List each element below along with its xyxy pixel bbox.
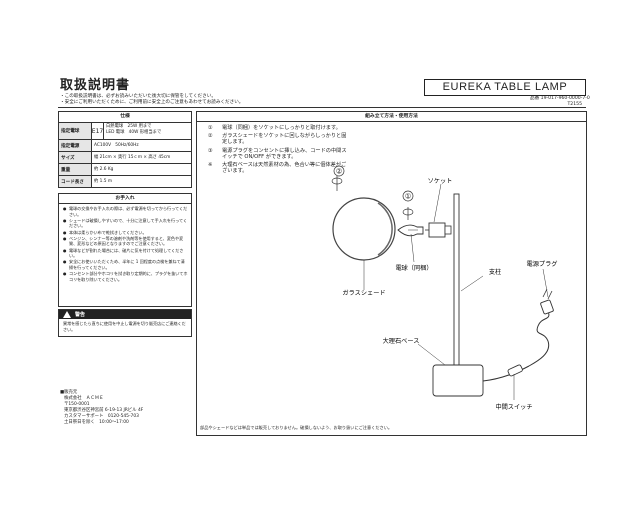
- assembly-steps: ① 電球（同梱）をソケットにしっかりと取付けます。 ② ガラスシェードをソケット…: [208, 125, 350, 176]
- label-plug: 電源プラグ: [527, 260, 558, 268]
- inline-switch: [507, 364, 523, 377]
- assembly-section: 組み立て方法・使用方法: [196, 111, 587, 436]
- spec-label: 重量: [59, 164, 92, 175]
- step-number: ②: [208, 133, 213, 140]
- seller-line: 東京都渋谷区神宮前 6-19-13 JRビル 4F: [64, 408, 144, 414]
- seller-line: 〒150-0001: [64, 402, 90, 408]
- label-pole: 支柱: [489, 268, 501, 276]
- care-item: シェードは破損しやすいので、十分に注意して手入れを行ってください。: [63, 218, 188, 229]
- warning-box: 警告 異常を感じたら直ちに使用を中止し電源を切り販売店にご連絡ください。: [58, 309, 192, 337]
- intro-line-2: ・安全にご利用いただくために、ご利用前に安全上のご注意もあわせてお読みください。: [60, 100, 244, 105]
- socket-mount: [444, 225, 452, 235]
- leader-plug: [542, 268, 549, 298]
- step-text: ガラスシェードをソケットに回しながらしっかりと固定します。: [222, 133, 347, 146]
- care-item: ベンジン、シンナー等の溶剤や洗剤等を使用すると、変色や変質、変形などの原因となり…: [63, 236, 188, 247]
- spec-value: 約 2.6 Kg: [94, 166, 114, 172]
- seller-line: ■販売元: [60, 390, 78, 395]
- step-text: 大理石ベースは天然素材の為、色合い等に個体差がございます。: [222, 162, 347, 175]
- assembly-step: ① 電球（同梱）をソケットにしっかりと取付けます。: [208, 125, 350, 131]
- step-1-marker: [402, 190, 414, 202]
- product-code-2: T2155: [567, 102, 583, 107]
- socket-type: E17: [92, 123, 104, 139]
- leader-bulb: [410, 233, 415, 263]
- seller-line: 土日祭日を除く 10:00〜17:00: [64, 420, 129, 426]
- warning-header: 警告: [59, 310, 191, 319]
- product-code: 品番 19-017-960-0000-7-0: [530, 96, 590, 101]
- shade-highlight: [377, 202, 393, 256]
- seller-line: カスタマーサポート 0120-545-703: [64, 414, 139, 420]
- spec-value: 白熱電球 25W 用まで: [106, 124, 152, 129]
- warning-title: 警告: [75, 312, 86, 318]
- spec-row-weight: 重量 約 2.6 Kg: [59, 164, 191, 176]
- spec-label: 指定電球: [59, 123, 92, 139]
- spec-header: 仕様: [59, 112, 191, 123]
- spec-label: サイズ: [59, 152, 92, 163]
- spec-row-size: サイズ 幅 21cm × 奥行 15ｃｍ × 高さ 45cm: [59, 152, 191, 164]
- glass-shade: [332, 197, 396, 261]
- care-header: お手入れ: [59, 194, 191, 204]
- page-title: 取扱説明書: [60, 78, 131, 93]
- product-name-box: EUREKA TABLE LAMP: [424, 79, 586, 96]
- assembly-footnote: 部品やシェードなどは単品では販売しておりません。破損しないよう、お取り扱いにご注…: [200, 425, 393, 430]
- spec-row-bulb: 指定電球 E17 白熱電球 25W 用まで LED 電球 40W 形相当まで: [59, 123, 191, 140]
- spec-value: AC100V 50Hz/60Hz: [94, 142, 139, 148]
- warning-icon: [63, 311, 71, 318]
- spec-row-power: 指定電源 AC100V 50Hz/60Hz: [59, 140, 191, 152]
- seller-line: 株式会社 ＡＣＭＥ: [64, 396, 104, 402]
- spec-value: LED 電球 40W 形相当まで: [106, 130, 162, 135]
- leader-base: [417, 343, 446, 366]
- spec-label: 指定電源: [59, 140, 92, 151]
- spec-row-cord: コード長さ 約 1.5 m: [59, 176, 191, 187]
- assembly-header: 組み立て方法・使用方法: [197, 112, 586, 122]
- spec-value: 幅 21cm × 奥行 15ｃｍ × 高さ 45cm: [94, 154, 171, 160]
- plug-prong: [542, 288, 548, 298]
- step-number: ③: [208, 147, 213, 154]
- lamp-pole: [453, 193, 460, 368]
- label-shade: ガラスシェード: [342, 289, 385, 297]
- label-base: 大理石ベース: [383, 337, 420, 345]
- spec-label: コード長さ: [59, 176, 92, 187]
- step-number: ※: [208, 162, 213, 169]
- intro-line-1: ・この取扱説明書は、必ずお読みいただいた後大切に保管をしてください。: [60, 94, 216, 99]
- plug-prong: [547, 290, 553, 300]
- label-bulb: 電球（同梱）: [395, 264, 432, 272]
- power-cord-coil: [528, 310, 550, 367]
- power-cord: [482, 365, 530, 382]
- care-box: お手入れ 電球の交換やお手入れの際は、必ず電源を切ってから行ってください。 シェ…: [58, 193, 192, 307]
- assembly-step: ※ 大理石ベースは天然素材の為、色合い等に個体差がございます。: [208, 162, 350, 174]
- spec-table: 仕様 指定電球 E17 白熱電球 25W 用まで LED 電球 40W 形相当ま…: [58, 111, 192, 188]
- step-text: 電源プラグをコンセントに挿し込み、コードの中間スイッチで ON/OFF ができま…: [222, 147, 347, 160]
- assembly-step: ③ 電源プラグをコンセントに挿し込み、コードの中間スイッチで ON/OFF がで…: [208, 148, 350, 160]
- care-item: 安全にお使いいただくため、半年に 1 回程度の点検を兼ねて清掃を行ってください。: [63, 259, 188, 270]
- socket: [428, 222, 446, 238]
- lamp-diagram: ② ① ソケット 電球（同梱） ガラスシェード 支柱 電源プラグ 大理石ベース …: [331, 165, 558, 411]
- marble-base: [432, 364, 484, 397]
- care-item: 電球などが割れた場合には、破片に気を付けて処理してください。: [63, 248, 188, 259]
- spec-value: 約 1.5 m: [94, 178, 113, 184]
- label-switch: 中間スイッチ: [495, 403, 532, 411]
- header-rule: [58, 107, 586, 108]
- warning-text: 異常を感じたら直ちに使用を中止し電源を切り販売店にご連絡ください。: [63, 321, 186, 332]
- care-item: 本体は柔らかい布で乾拭きしてください。: [63, 230, 188, 236]
- care-item: 電球の交換やお手入れの際は、必ず電源を切ってから行ってください。: [63, 206, 188, 217]
- leader-pole: [460, 275, 484, 292]
- assembly-step: ② ガラスシェードをソケットに回しながらしっかりと固定します。: [208, 133, 350, 145]
- step-text: 電球（同梱）をソケットにしっかりと取付けます。: [222, 125, 341, 131]
- power-plug: [540, 299, 554, 315]
- step-1-marker-label: ①: [405, 193, 411, 201]
- seller-info: ■販売元 株式会社 ＡＣＭＥ 〒150-0001 東京都渋谷区神宮前 6-19-…: [60, 390, 143, 427]
- step-2-marker: [333, 165, 345, 177]
- step-2-marker-label: ②: [336, 168, 342, 176]
- step-number: ①: [208, 125, 213, 131]
- label-socket: ソケット: [428, 178, 453, 185]
- care-item: コンセント部分やホコリを拭き取り定期的に、プラグを抜いてホコリを取り除いてくださ…: [63, 271, 188, 282]
- leader-socket: [433, 183, 442, 223]
- light-bulb: [397, 224, 424, 237]
